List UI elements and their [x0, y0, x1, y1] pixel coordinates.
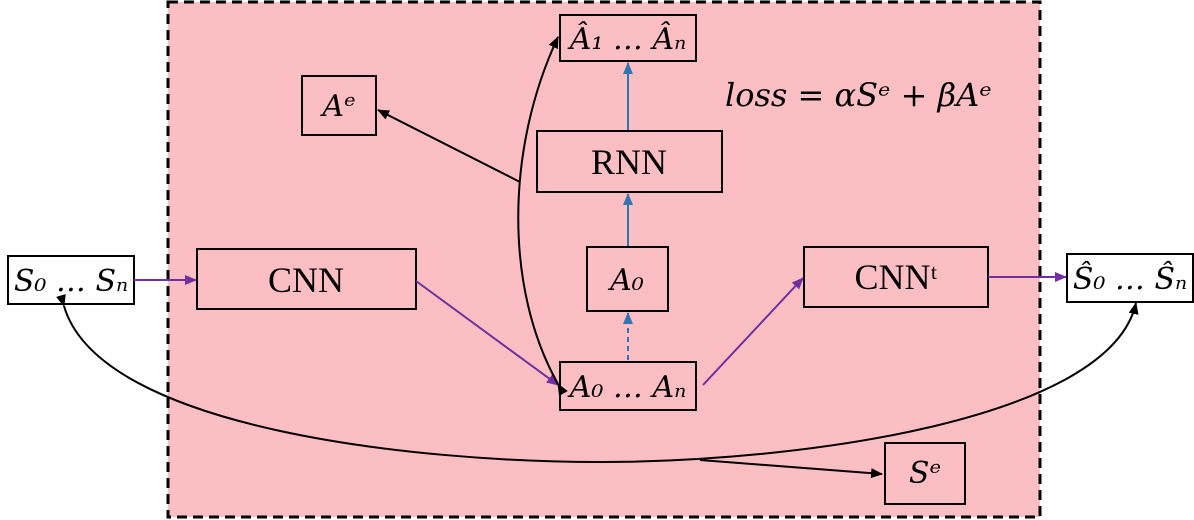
node-state-error-label: Sᵉ	[909, 456, 941, 491]
loss-formula: loss = αSᵉ + βAᵉ	[725, 76, 992, 114]
node-initial-state: A₀	[586, 246, 669, 312]
node-rnn: RNN	[536, 130, 723, 193]
node-latent-error-label: Aᵉ	[319, 89, 355, 124]
node-rnn-label: RNN	[591, 142, 667, 182]
node-latent-sequence: A₀ … Aₙ	[559, 361, 697, 411]
node-initial-state-label: A₀	[607, 263, 644, 298]
edge-state-error-arrow	[699, 459, 883, 479]
node-reconstructed-sequence-label: Ŝ₀ … Ŝₙ	[1073, 261, 1187, 297]
node-predicted-latents: Â₁ … Âₙ	[559, 14, 697, 62]
node-encoder-label: CNN	[268, 260, 344, 300]
node-state-error: Sᵉ	[884, 442, 966, 505]
node-predicted-latents-label: Â₁ … Âₙ	[567, 21, 687, 57]
edge-latent-error-arrow	[377, 109, 521, 183]
edge-latent-comparison-arc	[517, 36, 568, 397]
edge-state-comparison-arc	[56, 294, 1139, 464]
node-input-sequence-label: S₀ … Sₙ	[14, 264, 128, 299]
node-latent-error: Aᵉ	[301, 75, 377, 136]
node-input-sequence: S₀ … Sₙ	[7, 255, 135, 305]
node-latent-sequence-label: A₀ … Aₙ	[567, 370, 687, 405]
node-decoder-label: CNNᵗ	[855, 257, 938, 297]
node-decoder: CNNᵗ	[803, 246, 989, 308]
node-encoder: CNN	[196, 248, 417, 310]
node-reconstructed-sequence: Ŝ₀ … Ŝₙ	[1066, 253, 1194, 303]
